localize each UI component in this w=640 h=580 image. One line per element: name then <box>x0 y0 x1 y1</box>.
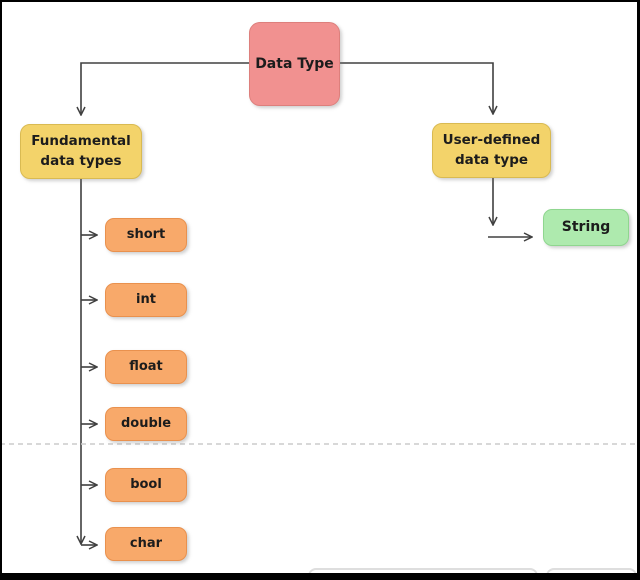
node-int: int <box>105 283 187 317</box>
edge-root-to-fundamental <box>81 62 249 114</box>
node-fundamental-data-types: Fundamental data types <box>20 124 142 179</box>
node-data-type: Data Type <box>249 22 340 106</box>
node-string: String <box>543 209 629 246</box>
frame-left-border <box>0 0 2 580</box>
node-char: char <box>105 527 187 561</box>
frame-right-border <box>637 0 640 580</box>
node-float: float <box>105 350 187 384</box>
node-bool: bool <box>105 468 187 502</box>
node-double: double <box>105 407 187 441</box>
frame-bottom-border <box>0 573 640 580</box>
node-user-defined-data-type: User-defined data type <box>432 123 551 178</box>
edge-root-to-userdefined <box>340 62 493 113</box>
node-short: short <box>105 218 187 252</box>
frame-top-border <box>0 0 640 2</box>
